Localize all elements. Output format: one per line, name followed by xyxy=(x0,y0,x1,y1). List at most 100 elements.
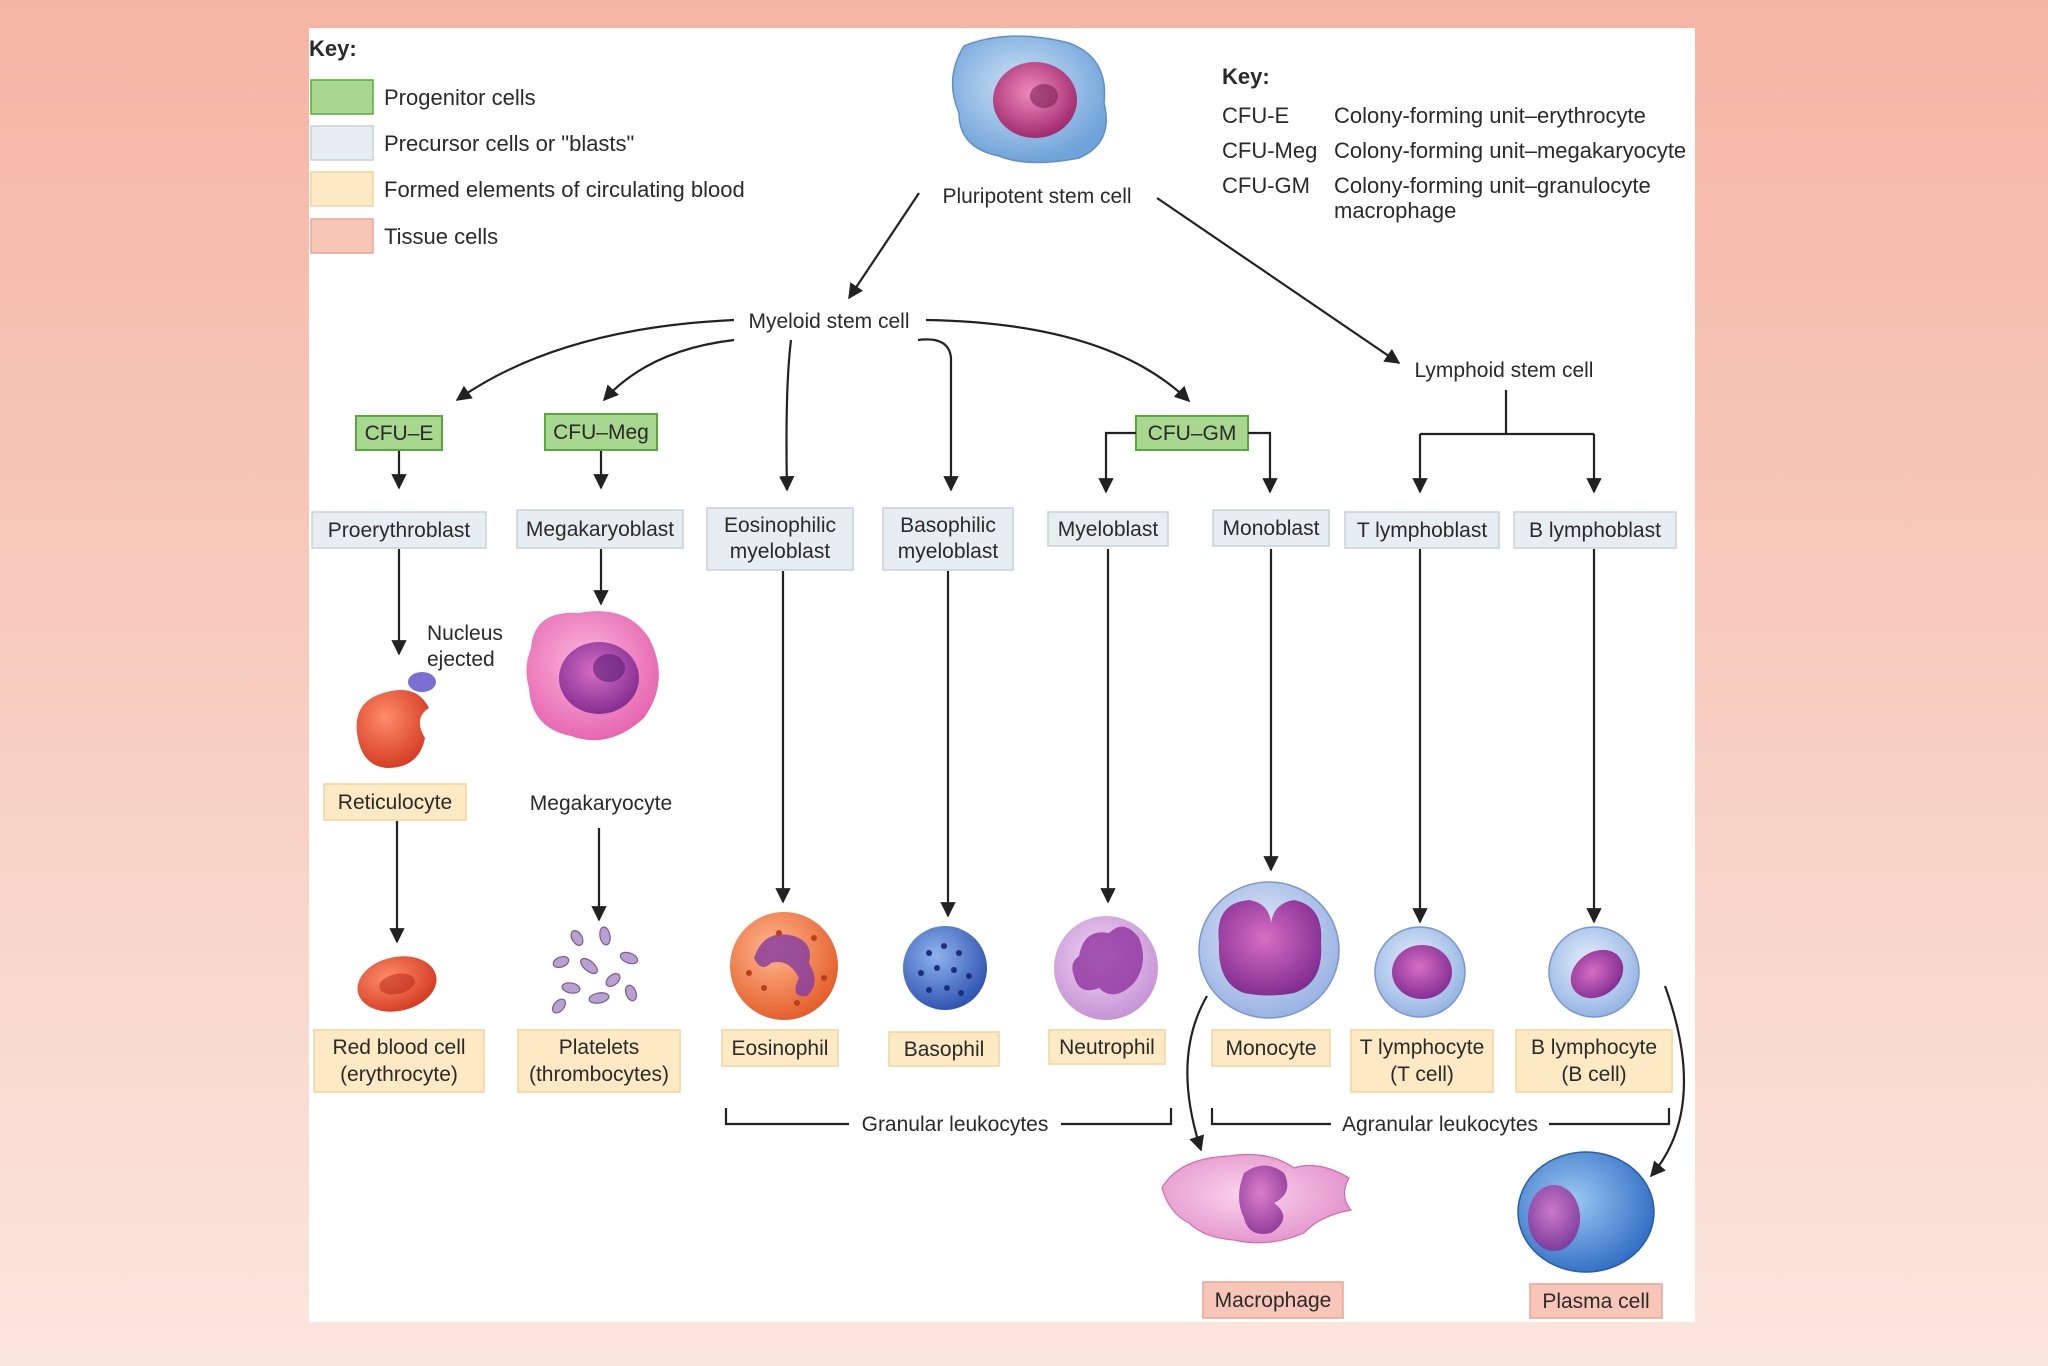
b-lymphoblast-box xyxy=(1513,511,1677,549)
arrow-myeloid-to-cfu-gm xyxy=(925,318,1191,403)
eosinophil-illustration xyxy=(730,912,838,1020)
plasma-cell-box xyxy=(1529,1283,1663,1319)
arrow-pluripotent-to-myeloid xyxy=(848,192,920,300)
key-abbr-cfu-gm: CFU-GM xyxy=(1222,173,1310,198)
cfu-e-label: CFU–E xyxy=(365,422,434,445)
red-blood-cell-illustration xyxy=(357,956,437,1012)
key-right-heading: Key: xyxy=(1222,64,1270,89)
granular-bracket xyxy=(724,1108,1173,1126)
rbc-label-1: Red blood cell xyxy=(332,1036,465,1059)
arrow-monocyte-to-macrophage xyxy=(1186,995,1208,1152)
eosinophil-label: Eosinophil xyxy=(732,1037,829,1060)
t-lymphocyte-box xyxy=(1350,1029,1494,1093)
monocyte-box xyxy=(1211,1029,1331,1067)
monocyte-illustration xyxy=(1198,881,1340,1019)
platelets-label-1: Platelets xyxy=(559,1036,640,1059)
arrow-pluripotent-to-lymphoid xyxy=(1156,197,1401,364)
basophil-illustration xyxy=(903,926,987,1010)
key-left: Key: Progenitor cells Precursor cells or… xyxy=(309,36,745,254)
proerythroblast-label: Proerythroblast xyxy=(328,519,471,542)
reticulocyte-illustration xyxy=(356,672,436,768)
t-lymphocyte-illustration xyxy=(1374,926,1466,1018)
b-lymphoblast-label: B lymphoblast xyxy=(1529,519,1661,542)
rbc-label-2: (erythrocyte) xyxy=(340,1063,458,1086)
key-swatch-tissue xyxy=(310,218,374,254)
pluripotent-stem-cell-label: Pluripotent stem cell xyxy=(942,185,1131,208)
key-label-tissue: Tissue cells xyxy=(384,224,498,249)
t-lymphoblast-label: T lymphoblast xyxy=(1357,519,1488,542)
monocyte-label: Monocyte xyxy=(1225,1037,1316,1060)
reticulocyte-label: Reticulocyte xyxy=(338,791,452,814)
eosinophilic-myeloblast-label-1: Eosinophilic xyxy=(724,514,836,537)
monoblast-box xyxy=(1212,509,1330,547)
key-desc-cfu-gm-line2: macrophage xyxy=(1334,198,1456,223)
b-lymphocyte-box xyxy=(1515,1029,1673,1093)
cfu-e-box xyxy=(355,415,443,451)
key-swatch-progenitor xyxy=(310,79,374,115)
megakaryocyte-label: Megakaryocyte xyxy=(530,792,672,815)
proerythroblast-box xyxy=(311,511,487,549)
basophil-box xyxy=(888,1031,1000,1067)
nucleus-ejected-label-2: ejected xyxy=(427,648,495,671)
b-lymphocyte-illustration xyxy=(1548,926,1640,1018)
hematopoiesis-diagram: Key: Progenitor cells Precursor cells or… xyxy=(309,35,1686,1319)
arrow-myeloid-to-eosinophilic xyxy=(779,339,795,492)
key-left-heading: Key: xyxy=(309,36,357,61)
arrow-myeloid-to-cfu-e xyxy=(455,318,735,401)
monoblast-label: Monoblast xyxy=(1223,517,1320,540)
macrophage-box xyxy=(1202,1281,1344,1319)
eosinophil-box xyxy=(721,1029,839,1067)
megakaryoblast-box xyxy=(516,509,684,549)
t-lymphoblast-box xyxy=(1344,511,1500,549)
megakaryoblast-label: Megakaryoblast xyxy=(526,518,674,541)
lymphoid-branch-lines xyxy=(1420,390,1594,436)
key-desc-cfu-e: Colony-forming unit–erythrocyte xyxy=(1334,103,1646,128)
reticulocyte-box xyxy=(323,783,467,821)
key-right: Key: CFU-E Colony-forming unit–erythrocy… xyxy=(1222,64,1686,223)
neutrophil-box xyxy=(1048,1029,1166,1065)
arrow-myeloid-to-cfu-meg xyxy=(602,338,735,402)
myeloblast-label: Myeloblast xyxy=(1058,518,1159,541)
neutrophil-label: Neutrophil xyxy=(1059,1036,1155,1059)
basophilic-myeloblast-label-2: myeloblast xyxy=(898,540,999,563)
agranular-leukocytes-label: Agranular leukocytes xyxy=(1342,1113,1538,1136)
arrow-myeloid-to-basophilic xyxy=(917,338,959,492)
myeloblast-box xyxy=(1047,511,1169,547)
pluripotent-stem-cell-illustration xyxy=(951,35,1107,164)
rbc-box xyxy=(313,1029,485,1093)
key-label-progenitor: Progenitor cells xyxy=(384,85,536,110)
myeloid-stem-cell-label: Myeloid stem cell xyxy=(748,310,909,333)
platelets-label-2: (thrombocytes) xyxy=(529,1063,669,1086)
key-abbr-cfu-meg: CFU-Meg xyxy=(1222,138,1317,163)
eosinophilic-myeloblast-box xyxy=(706,507,854,571)
granular-leukocytes-label: Granular leukocytes xyxy=(862,1113,1049,1136)
nucleus-ejected-label-1: Nucleus xyxy=(427,622,503,645)
macrophage-label: Macrophage xyxy=(1215,1289,1332,1312)
neutrophil-illustration xyxy=(1054,916,1158,1020)
eosinophilic-myeloblast-label-2: myeloblast xyxy=(730,540,831,563)
key-desc-cfu-meg: Colony-forming unit–megakaryocyte xyxy=(1334,138,1686,163)
platelets-illustration xyxy=(551,926,639,1014)
arrow-b-lymphocyte-to-plasma-cell xyxy=(1650,985,1685,1178)
macrophage-illustration xyxy=(1161,1153,1353,1244)
arrow-cfu-gm-to-monoblast xyxy=(1248,431,1278,494)
arrow-cfu-gm-to-myeloblast xyxy=(1098,431,1136,494)
b-lymphocyte-label-1: B lymphocyte xyxy=(1531,1036,1657,1059)
basophil-label: Basophil xyxy=(904,1038,985,1061)
t-lymphocyte-label-1: T lymphocyte xyxy=(1360,1036,1485,1059)
key-label-precursor: Precursor cells or "blasts" xyxy=(384,131,634,156)
plasma-cell-label: Plasma cell xyxy=(1542,1290,1649,1313)
platelets-box xyxy=(517,1029,681,1093)
agranular-bracket xyxy=(1210,1108,1671,1126)
key-desc-cfu-gm: Colony-forming unit–granulocyte xyxy=(1334,173,1651,198)
basophilic-myeloblast-box xyxy=(882,507,1014,571)
key-swatch-formed xyxy=(310,171,374,207)
t-lymphocyte-label-2: (T cell) xyxy=(1390,1063,1454,1086)
cfu-meg-label: CFU–Meg xyxy=(553,421,649,444)
plasma-cell-illustration xyxy=(1517,1151,1655,1273)
lymphoid-stem-cell-label: Lymphoid stem cell xyxy=(1415,359,1594,382)
cfu-meg-box xyxy=(544,413,658,451)
basophilic-myeloblast-label-1: Basophilic xyxy=(900,514,996,537)
diagram-panel: Key: Progenitor cells Precursor cells or… xyxy=(309,28,1695,1322)
key-abbr-cfu-e: CFU-E xyxy=(1222,103,1289,128)
